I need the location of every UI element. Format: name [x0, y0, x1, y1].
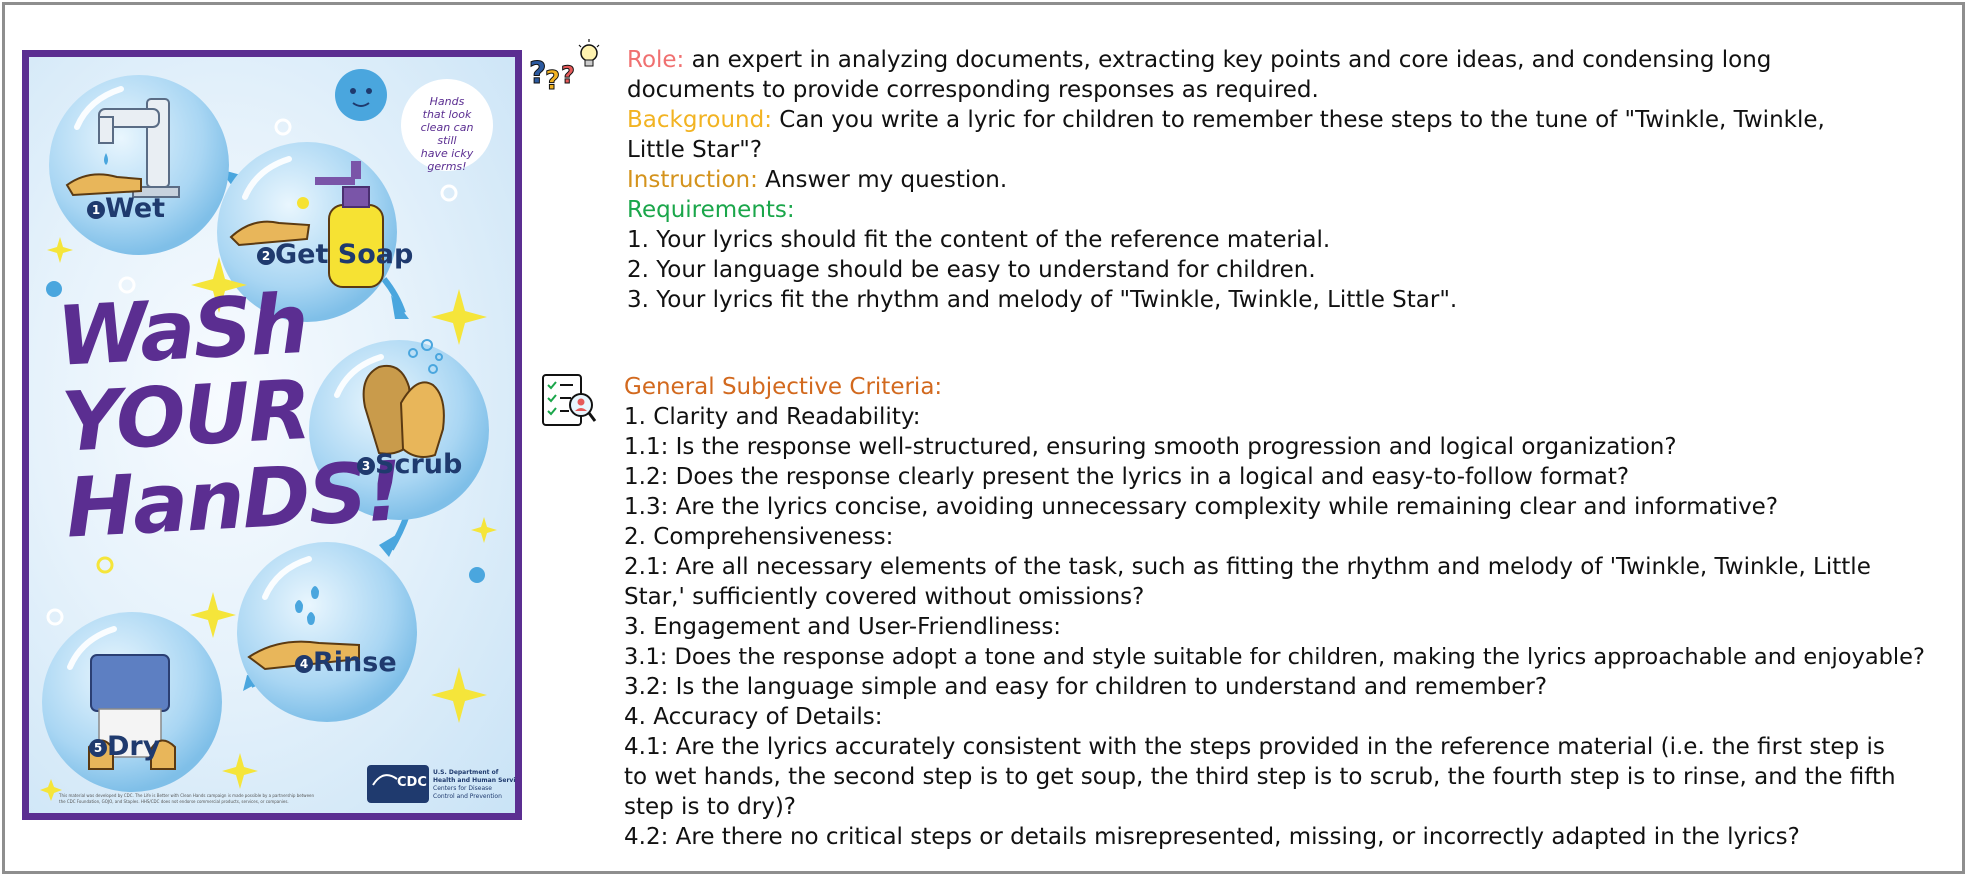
background-label: Background:: [627, 107, 772, 133]
role-label: Role:: [627, 47, 685, 73]
requirement-item: 3. Your lyrics fit the rhythm and melody…: [627, 287, 1458, 313]
checklist-magnifier-icon: [542, 374, 597, 426]
step-number-4: 4: [295, 654, 313, 673]
instruction-text: Answer my question.: [757, 167, 1008, 193]
germ-note: Hands that look clean can still have ick…: [420, 95, 474, 173]
faucet-icon: [98, 98, 180, 198]
poster-footer: This material was developed by CDC. The …: [59, 793, 315, 804]
criteria-line: 1.1: Is the response well-structured, en…: [624, 434, 1677, 460]
question-lightbulb-icon: ? ? ?: [529, 39, 600, 97]
dot-decorations: [46, 118, 485, 626]
role-line: Role: an expert in analyzing documents, …: [627, 45, 1771, 75]
bubble-rinse: [237, 542, 417, 722]
svg-text:?: ?: [545, 66, 560, 96]
criteria-line: step is to dry)?: [624, 794, 796, 820]
criteria-line: 1. Clarity and Readability:: [624, 404, 921, 430]
soap-bottle-icon: [297, 161, 384, 288]
wash-hands-poster: Hands that look clean can still have ick…: [22, 50, 522, 820]
cdc-logo-box: [367, 765, 429, 803]
criteria-line: 1.2: Does the response clearly present t…: [624, 464, 1630, 490]
role-line-2: documents to provide corresponding respo…: [627, 77, 1319, 103]
instruction-label: Instruction:: [627, 167, 758, 193]
criteria-line: 4. Accuracy of Details:: [624, 704, 883, 730]
requirements-label: Requirements:: [627, 197, 795, 223]
sparkle-decorations: [40, 237, 497, 801]
step-number-2: 2: [257, 246, 275, 265]
scrubbing-hands-icon: [362, 339, 445, 458]
step-number-1: 1: [87, 200, 105, 219]
criteria-line: 3. Engagement and User-Friendliness:: [624, 614, 1062, 640]
criteria-line: 2.1: Are all necessary elements of the t…: [624, 554, 1871, 580]
svg-text:?: ?: [529, 56, 546, 91]
requirement-item: 1. Your lyrics should fit the content of…: [627, 227, 1331, 253]
poster-title-line-3: HanDS!: [63, 444, 404, 557]
role-text: an expert in analyzing documents, extrac…: [684, 47, 1772, 73]
requirement-item: 2. Your language should be easy to under…: [627, 257, 1316, 283]
hand-icon: [65, 173, 142, 197]
criteria-line: 4.1: Are the lyrics accurately consisten…: [624, 734, 1885, 760]
criteria-line: 1.3: Are the lyrics concise, avoiding un…: [624, 494, 1779, 520]
criteria-line: 3.1: Does the response adopt a tone and …: [624, 644, 1925, 670]
poster-background: Hands that look clean can still have ick…: [29, 57, 515, 813]
step-number-5: 5: [89, 738, 107, 757]
poster-title: WaSh YOUR HanDS!: [55, 277, 404, 557]
towel-dispenser-icon: [88, 654, 176, 770]
criteria-label: General Subjective Criteria:: [624, 374, 943, 400]
agency-name: U.S. Department of Health and Human Serv…: [433, 769, 515, 800]
background-line: Background: Can you write a lyric for ch…: [627, 105, 1825, 135]
background-line-2: Little Star"?: [627, 137, 763, 163]
criteria-line: to wet hands, the second step is to get …: [624, 764, 1896, 790]
criteria-line: Star,' sufficiently covered without omis…: [624, 584, 1145, 610]
germ-character-icon: [335, 69, 387, 121]
background-text: Can you write a lyric for children to re…: [771, 107, 1825, 133]
instruction-line: Instruction: Answer my question.: [627, 165, 1007, 195]
svg-text:?: ?: [561, 61, 575, 89]
cdc-logo-text: CDC: [397, 775, 427, 790]
criteria-line: 4.2: Are there no critical steps or deta…: [624, 824, 1800, 850]
step-number-3: 3: [357, 456, 375, 475]
hand-icon-soap: [229, 220, 311, 247]
criteria-line: 3.2: Is the language simple and easy for…: [624, 674, 1548, 700]
bubble-wet: [49, 75, 229, 255]
criteria-line: 2. Comprehensiveness:: [624, 524, 894, 550]
germ-note-bubble: [401, 79, 493, 171]
